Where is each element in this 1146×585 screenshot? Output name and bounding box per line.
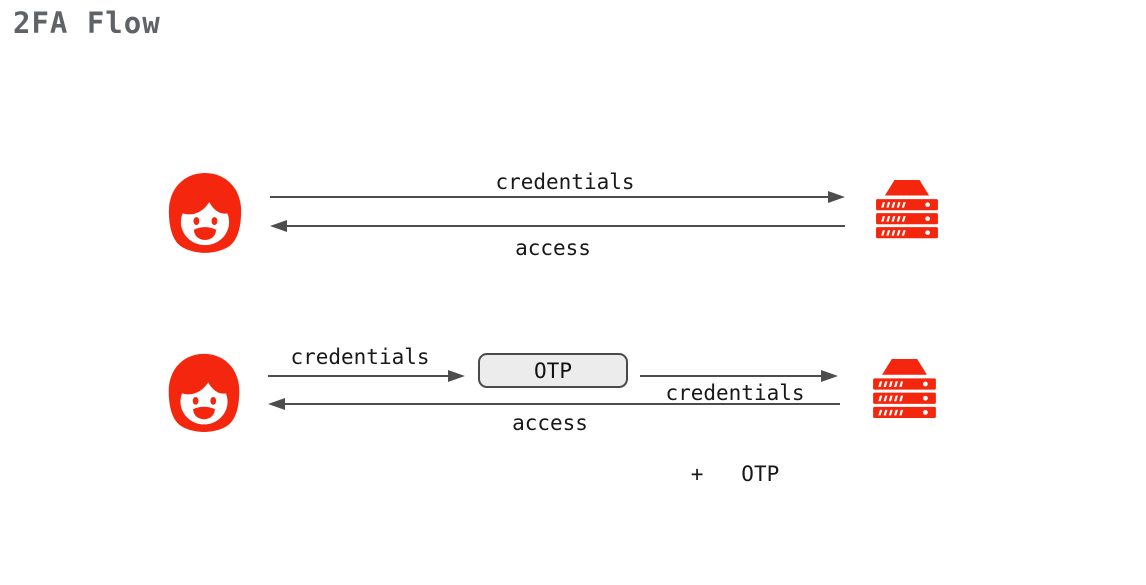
flow2-access-arrow xyxy=(268,398,840,410)
flow1-request-label: credentials xyxy=(495,170,635,194)
flow2-step2-label: credentials + OTP xyxy=(635,326,835,542)
arrow-shaft xyxy=(283,403,840,405)
flow2-response-label: access xyxy=(512,411,588,435)
user-face-icon xyxy=(162,168,248,257)
otp-box-label: OTP xyxy=(534,358,572,383)
flow2-step1-label: credentials xyxy=(290,345,430,369)
flow2-step2-label-line2: + OTP xyxy=(690,462,780,486)
user-face-icon xyxy=(162,349,246,436)
server-stack-icon xyxy=(867,359,942,430)
flow2-step2-label-line1: credentials xyxy=(665,381,805,405)
flow2-credentials-arrow xyxy=(268,370,465,382)
arrow-shaft xyxy=(270,196,830,198)
flow1-response-label: access xyxy=(515,236,591,260)
flow1-credentials-arrow xyxy=(270,191,845,203)
server-stack-icon xyxy=(870,180,944,250)
page-title: 2FA Flow xyxy=(13,6,161,40)
arrow-shaft xyxy=(285,225,845,227)
otp-box: OTP xyxy=(478,353,628,388)
arrow-shaft xyxy=(640,375,823,377)
arrow-shaft xyxy=(268,375,450,377)
flow1-access-arrow xyxy=(270,220,845,232)
flow2-credentials-otp-arrow xyxy=(640,370,838,382)
